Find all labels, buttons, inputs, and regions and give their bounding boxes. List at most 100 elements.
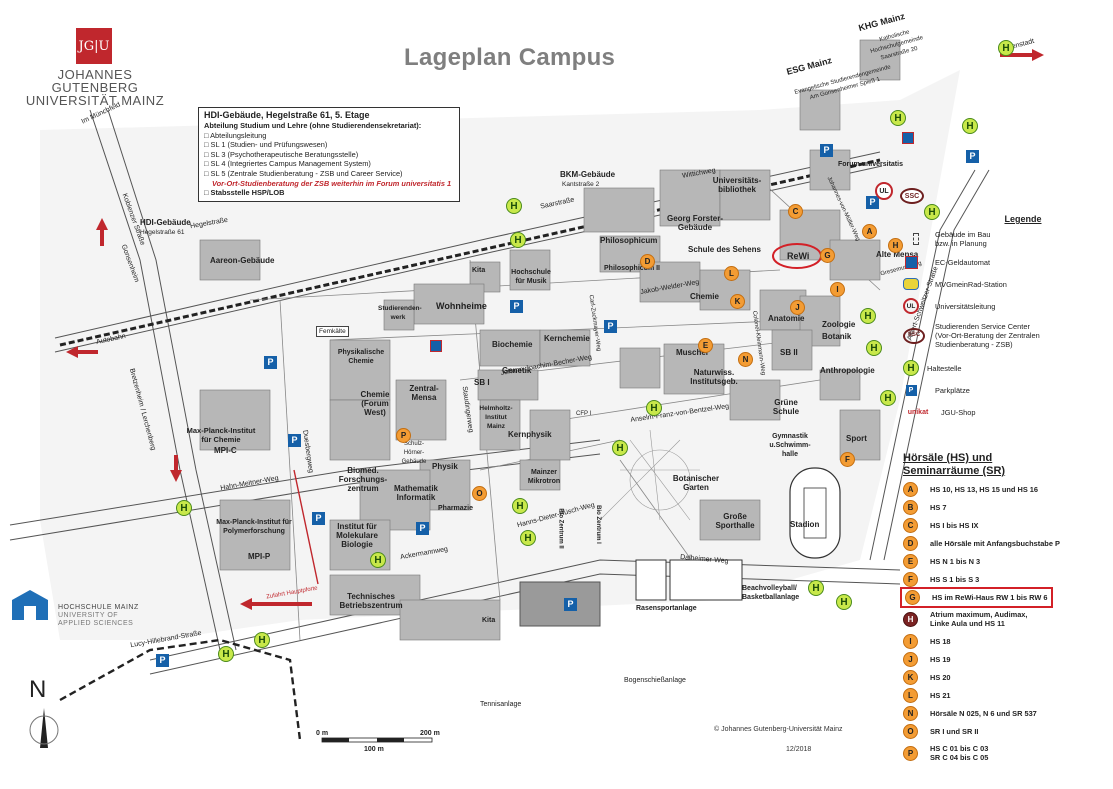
map-label: Botanik — [822, 332, 852, 341]
map-label: Pharmazie — [438, 505, 474, 512]
hall-code-badge: H — [903, 611, 918, 627]
hall-text: Atrium maximum, Audimax, Linke Aula und … — [930, 610, 1028, 628]
shop-logo-icon: unikat — [907, 408, 929, 416]
parking-icon: P — [604, 320, 617, 333]
hall-text: HS 18 — [930, 637, 951, 646]
map-label: Sport — [846, 434, 867, 443]
map-label: Anthropologie — [820, 366, 875, 375]
map-label: MPI-C — [214, 446, 237, 455]
hall-code-badge: B — [903, 500, 918, 515]
hall-marker-o: O — [472, 486, 487, 501]
parking-icon: P — [264, 356, 277, 369]
legend-label: Haltestelle — [927, 363, 962, 373]
bus-stop-icon: H — [254, 632, 270, 648]
lecture-halls-heading: Hörsäle (HS) und Seminarräume (SR) — [903, 452, 1006, 477]
bus-stop-icon: H — [218, 646, 234, 662]
parking-icon: P — [288, 434, 301, 447]
hall-code-badge: K — [903, 670, 918, 685]
map-label: Studierenden-werk — [378, 305, 422, 321]
map-label: Anatomie — [768, 314, 805, 323]
ul-badge-icon: UL — [903, 298, 919, 314]
info-item: □ SL 4 (Integriertes Campus Management S… — [204, 159, 371, 169]
hall-list-item: N Hörsäle N 025, N 6 und SR 537 — [903, 706, 1037, 721]
bus-stop-icon: H — [962, 118, 978, 134]
hall-marker-j: J — [790, 300, 805, 315]
map-label: MPI-P — [248, 552, 271, 561]
scale-label: 100 m — [364, 746, 384, 753]
map-label: ReWi — [787, 251, 810, 261]
parking-icon: P — [866, 196, 879, 209]
hall-text: alle Hörsäle mit Anfangsbuchstabe P — [930, 539, 1060, 548]
bus-stop-icon: H — [646, 400, 662, 416]
map-label: Botanischer Garten — [672, 474, 720, 492]
hall-text: SR I und SR II — [930, 727, 979, 736]
bus-stop-icon: H — [890, 110, 906, 126]
bus-stop-icon: H — [520, 530, 536, 546]
hochschule-mainz-name: HOCHSCHULE MAINZ UNIVERSITY OF APPLIED S… — [58, 604, 139, 627]
info-item: □ SL 5 (Zentrale Studienberatung - ZSB u… — [204, 168, 403, 178]
map-label: SB I — [474, 378, 490, 387]
hall-marker-p: P — [396, 428, 411, 443]
hall-marker-i: I — [830, 282, 845, 297]
map-label: Große Sporthalle — [715, 512, 755, 530]
bus-stop-icon: H — [998, 40, 1014, 56]
map-label: Femkälte — [316, 326, 349, 337]
hall-text: Hörsäle N 025, N 6 und SR 537 — [930, 709, 1037, 718]
hall-text: HS N 1 bis N 3 — [930, 557, 981, 566]
hall-marker-c: C — [788, 204, 803, 219]
hall-marker-d: D — [640, 254, 655, 269]
map-label: Georg Forster-Gebäude — [666, 214, 723, 232]
construction-outline-icon — [903, 231, 919, 247]
map-label: Technisches Betriebszentrum — [339, 592, 403, 610]
legend-label: Studierenden Service Center (Vor-Ort-Ber… — [935, 322, 1040, 349]
map-label: HDI-Gebäude — [140, 218, 191, 227]
map-label: Kernchemie — [544, 334, 590, 343]
map-label: Kantstraße 2 — [562, 181, 600, 188]
hall-code-badge: A — [903, 482, 918, 497]
map-label: SB II — [780, 348, 798, 357]
legend-label: Parkplätze — [935, 385, 970, 395]
map-label: Aareon-Gebäude — [210, 256, 275, 265]
map-label: Bogenschießanlage — [624, 677, 686, 684]
map-label: Institut für Molekulare Biologie — [336, 522, 378, 549]
hall-marker-a: A — [862, 224, 877, 239]
hall-list-item: C HS I bis HS IX — [903, 518, 978, 533]
parking-icon: P — [564, 598, 577, 611]
legend-label: Universitätsleitung — [935, 301, 996, 311]
hall-list-item: H Atrium maximum, Audimax, Linke Aula und… — [903, 610, 1027, 628]
hdi-info-box: HDI-Gebäude, Hegelstraße 61, 5. Etage Ab… — [198, 107, 460, 202]
hall-code-badge: D — [903, 536, 918, 551]
hall-code-badge: N — [903, 706, 918, 721]
bus-stop-icon: H — [510, 232, 526, 248]
map-label: Muschel — [676, 348, 709, 357]
hall-code-badge: F — [903, 572, 918, 587]
bus-stop-icon: H — [866, 340, 882, 356]
hall-text: HS 20 — [930, 673, 951, 682]
bus-stop-icon: H — [836, 594, 852, 610]
hochschule-mainz-logo-icon — [12, 590, 48, 620]
map-label: Kita — [472, 267, 486, 274]
page-title: Lageplan Campus — [404, 44, 616, 71]
hall-marker-k: K — [730, 294, 745, 309]
hall-marker-f: F — [840, 452, 855, 467]
bus-stop-icon: H — [370, 552, 386, 568]
map-label: Zoologie — [822, 320, 856, 329]
north-label: N — [29, 676, 47, 703]
bus-stop-icon: H — [808, 580, 824, 596]
map-label: BKM-Gebäude — [560, 170, 616, 179]
legend-label: MVGmeinRad-Station — [935, 279, 1007, 289]
hall-code-badge: C — [903, 518, 918, 533]
parking-icon: P — [510, 300, 523, 313]
hall-text: HS C 01 bis C 03 SR C 04 bis C 05 — [930, 744, 989, 762]
parking-icon: P — [903, 382, 919, 398]
ssc-badge-icon: SSC — [903, 327, 925, 344]
legend: Legende Gebäude im Bau bzw. in Planung E… — [903, 214, 1103, 434]
hall-marker-h: H — [888, 238, 903, 253]
hall-text: HS I bis HS IX — [930, 521, 979, 530]
